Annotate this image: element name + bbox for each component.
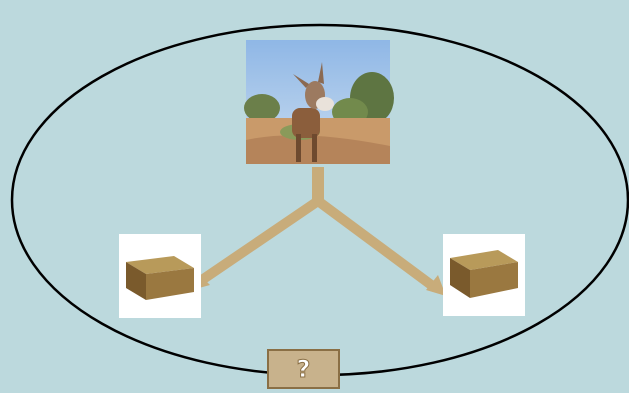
question-box: ?: [267, 349, 340, 389]
hay-bale-right: [443, 234, 525, 316]
donkey-image: [244, 40, 394, 164]
fork-arrows: [188, 167, 446, 296]
hay-bale-left: [119, 234, 201, 318]
question-mark-label: ?: [296, 355, 311, 383]
